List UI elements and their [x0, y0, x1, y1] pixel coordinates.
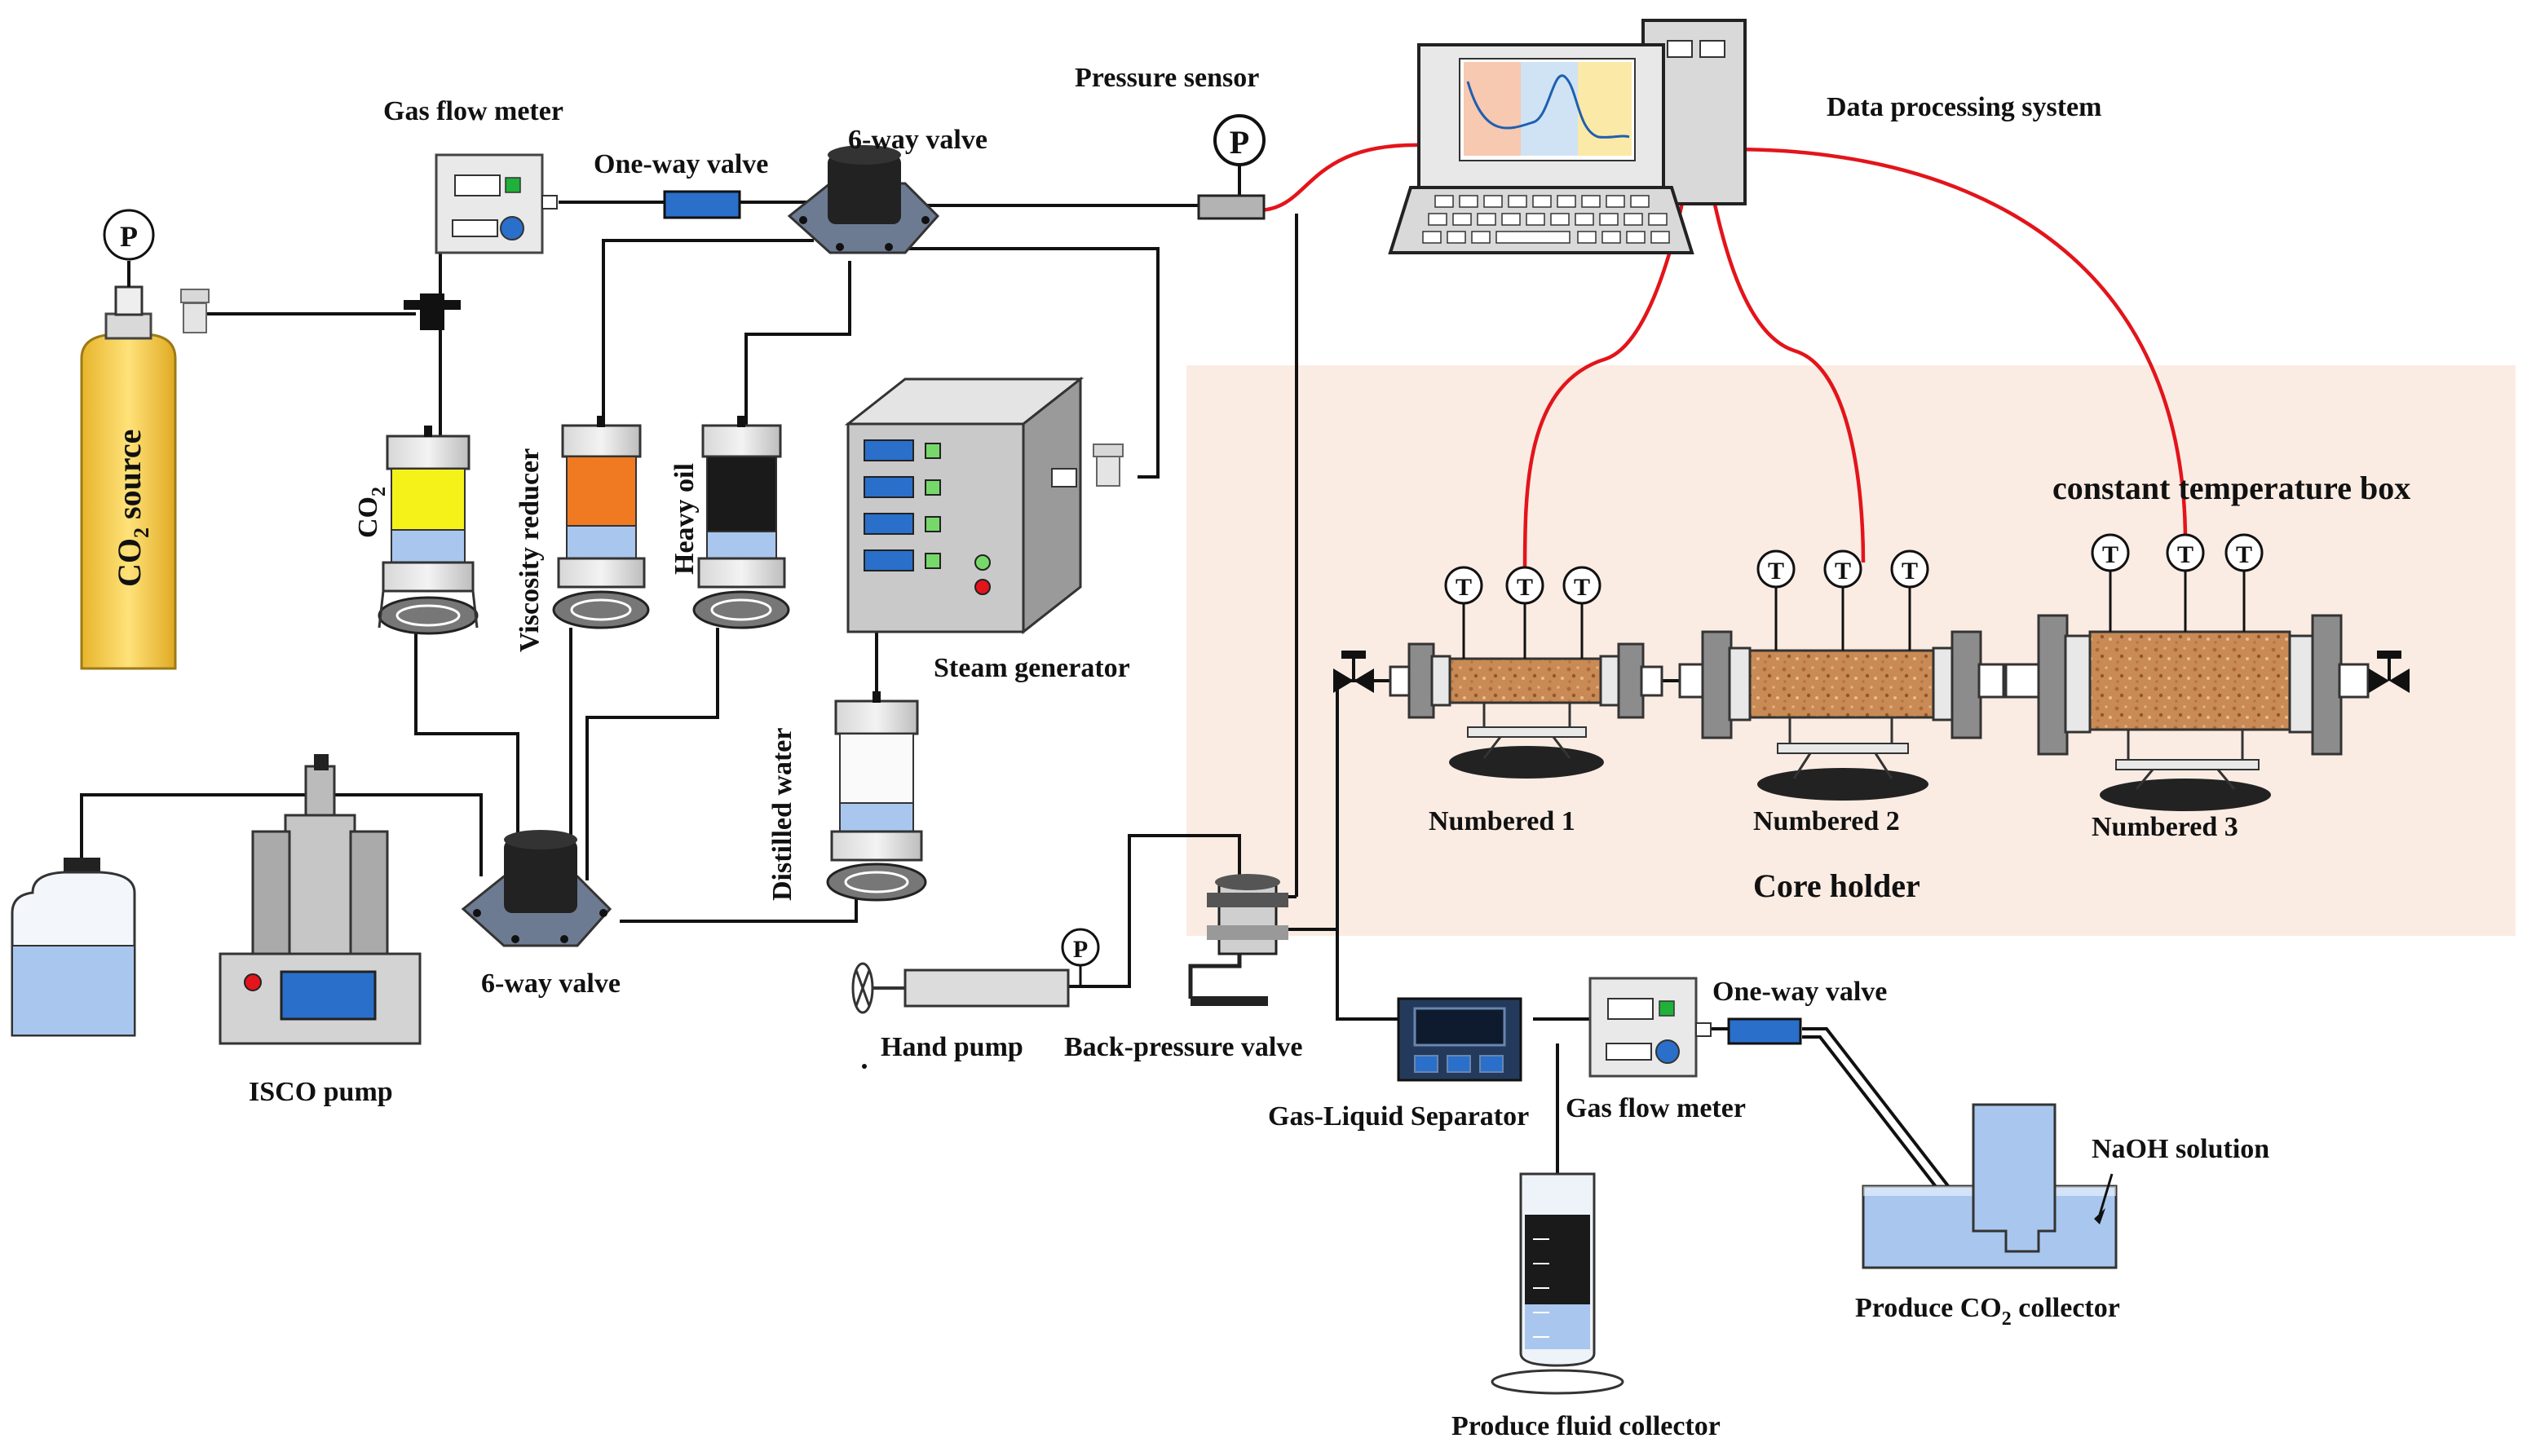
numbered-1-label: Numbered 1: [1429, 806, 1575, 836]
constant-temperature-box-label: constant temperature box: [2052, 470, 2410, 506]
core-holder-2: T T T: [1678, 549, 2005, 801]
steam-generator-label: Steam generator: [934, 653, 1130, 683]
water-reservoir: [11, 858, 136, 1037]
thermocouple-2c: T: [1890, 549, 1929, 651]
thermocouple-3b: T: [2166, 533, 2205, 632]
back-pressure-valve: [1188, 874, 1288, 1006]
co2-source-label: CO2 source: [111, 430, 153, 587]
gas-flow-meter-top-label: Gas flow meter: [383, 96, 563, 126]
distilled-water-label: Distilled water: [767, 728, 797, 901]
thermocouple-3c: T: [2224, 533, 2264, 632]
produce-co2-collector-label: Produce CO2 collector: [1855, 1293, 2120, 1330]
svg-text:T: T: [1517, 574, 1533, 601]
one-way-valve-top: [663, 190, 741, 219]
one-way-valve-bottom: [1727, 1017, 1802, 1045]
six-way-valve-bottom-label: 6-way valve: [481, 968, 621, 999]
core-holder-1: T T T: [1333, 566, 1663, 779]
naoh-solution-label: NaOH solution: [2092, 1134, 2269, 1164]
produce-co2-collector: [1862, 1103, 2118, 1269]
one-way-valve-bottom-label: One-way valve: [1712, 977, 1887, 1007]
heavy-oil-cylinder: [692, 416, 790, 629]
needle-valve: [404, 293, 461, 330]
inlet-valve-icon: [1333, 651, 1374, 693]
gas-liquid-separator-label: Gas-Liquid Separator: [1268, 1101, 1529, 1132]
core-holder-3: T T T: [2004, 533, 2410, 811]
pressure-sensor: P: [1197, 114, 1266, 220]
one-way-valve-top-label: One-way valve: [594, 149, 768, 179]
isco-pump-label: ISCO pump: [249, 1077, 393, 1107]
gas-liquid-separator: [1397, 997, 1522, 1082]
co2-cylinder: [378, 426, 479, 635]
steam-generator: [844, 376, 1124, 635]
co2-source-tank: P CO2 source: [80, 209, 210, 670]
six-way-valve-bottom: [461, 830, 612, 947]
svg-text:T: T: [1456, 574, 1472, 601]
distilled-water-cylinder: [826, 691, 927, 902]
stray-dot: [862, 1064, 867, 1069]
svg-text:T: T: [1835, 558, 1851, 585]
svg-text:P: P: [120, 220, 138, 253]
svg-text:P: P: [1073, 936, 1088, 963]
heavy-oil-label: Heavy oil: [669, 463, 700, 575]
svg-text:P: P: [1230, 124, 1249, 161]
svg-text:T: T: [2236, 541, 2252, 568]
signal-wires: [1259, 143, 2188, 576]
thermocouple-1b: T: [1505, 566, 1544, 659]
gas-flow-meter-top: [435, 153, 558, 254]
svg-text:T: T: [1574, 574, 1590, 601]
isco-pump: [219, 754, 422, 1045]
hand-pump: P: [851, 928, 1100, 1014]
svg-text:T: T: [1768, 558, 1784, 585]
gas-flow-meter-bottom-label: Gas flow meter: [1566, 1093, 1746, 1123]
data-processing-system: [1388, 19, 1747, 254]
gas-flow-meter-bottom: [1588, 977, 1712, 1078]
produce-fluid-collector: [1491, 1172, 1624, 1395]
svg-text:T: T: [2102, 541, 2118, 568]
core-holder-label: Core holder: [1753, 867, 1920, 904]
thermocouple-2a: T: [1756, 549, 1796, 651]
gauge-co2-source: P: [103, 209, 155, 261]
six-way-valve-top-label: 6-way valve: [848, 125, 987, 155]
thermocouple-1c: T: [1562, 566, 1601, 659]
back-pressure-valve-label: Back-pressure valve: [1064, 1032, 1302, 1062]
data-processing-system-label: Data processing system: [1827, 92, 2101, 122]
co2-cylinder-label: CO2: [353, 487, 390, 538]
thermocouple-3a: T: [2091, 533, 2130, 632]
produce-fluid-collector-label: Produce fluid collector: [1451, 1411, 1721, 1441]
outlet-valve-icon: [2369, 651, 2410, 693]
pressure-sensor-label: Pressure sensor: [1075, 63, 1259, 93]
viscosity-reducer-cylinder: [552, 416, 650, 629]
svg-text:T: T: [1902, 558, 1918, 585]
thermocouple-1a: T: [1444, 566, 1483, 659]
numbered-2-label: Numbered 2: [1753, 806, 1900, 836]
numbered-3-label: Numbered 3: [2092, 812, 2238, 842]
six-way-valve-top: [787, 145, 940, 254]
hand-pump-label: Hand pump: [881, 1032, 1023, 1062]
thermocouple-2b: T: [1823, 549, 1862, 651]
svg-text:T: T: [2177, 541, 2193, 568]
viscosity-reducer-label: Viscosity reducer: [515, 448, 545, 652]
